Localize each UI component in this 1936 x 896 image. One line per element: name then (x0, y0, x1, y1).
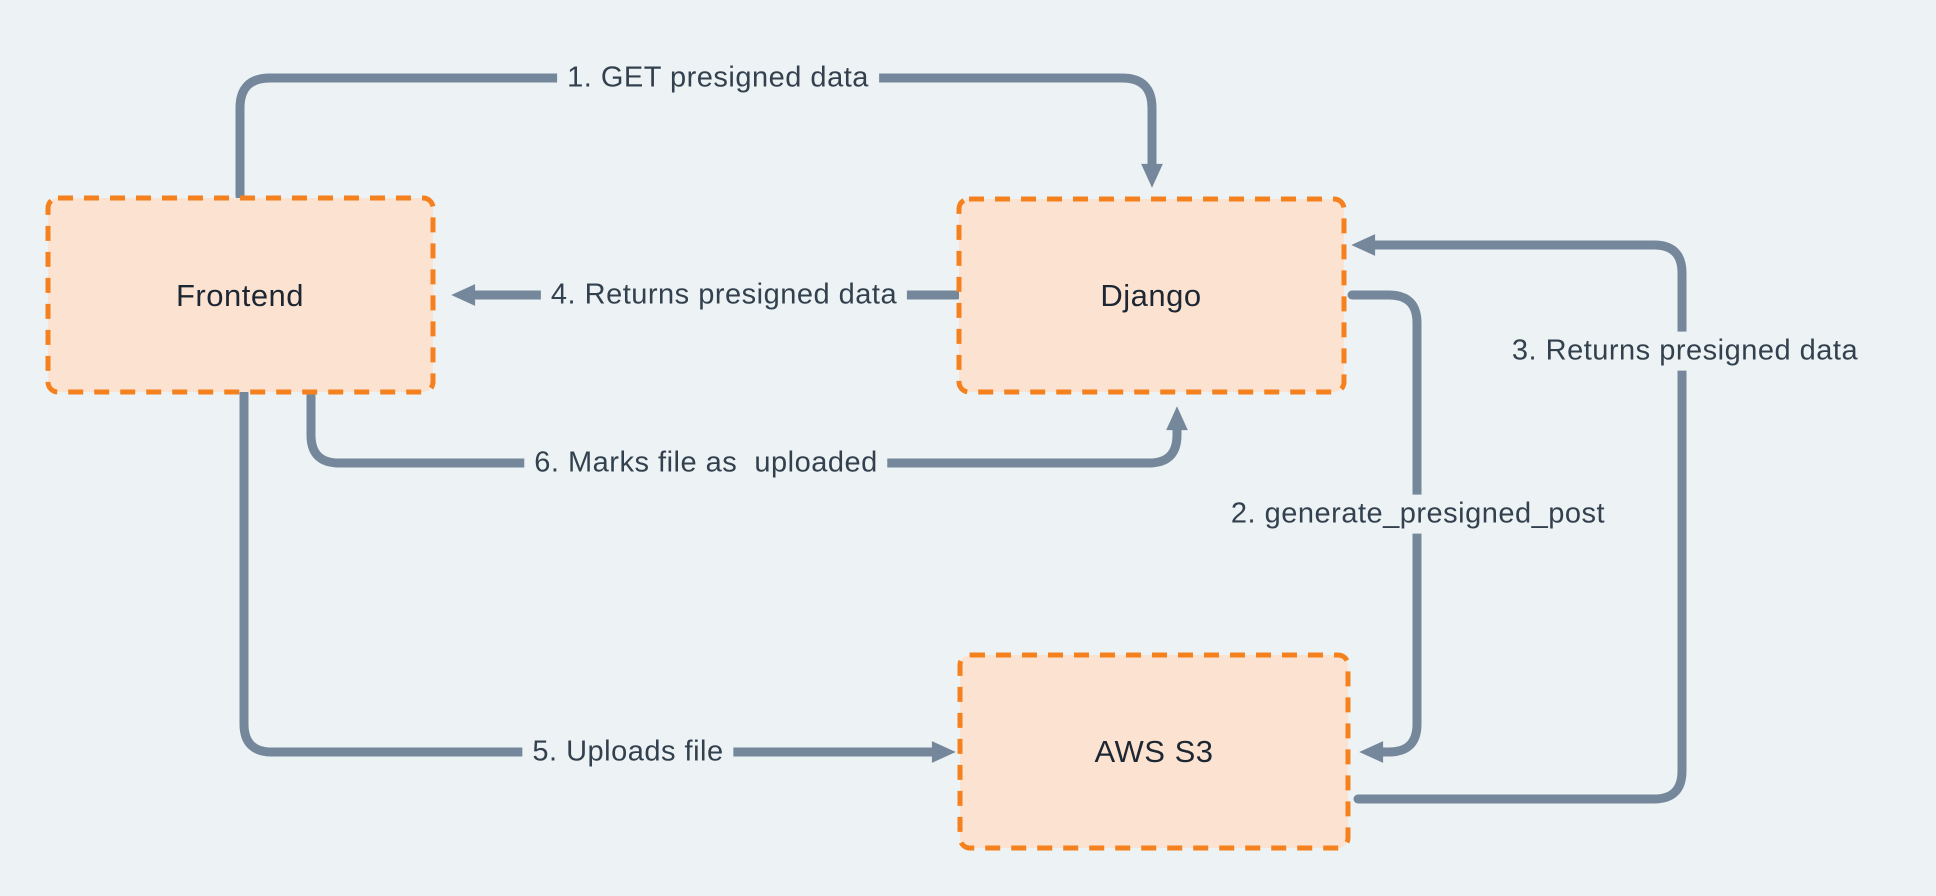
edge-label-6-marks-file-uploaded: 6. Marks file as uploaded (524, 443, 888, 483)
edge-label-5-uploads-file: 5. Uploads file (522, 732, 734, 772)
frontend-node-label: Frontend (175, 278, 305, 313)
edge-5-uploads-file (239, 388, 956, 763)
aws-s3-node-label: AWS S3 (1094, 734, 1214, 769)
django-node-label: Django (1100, 278, 1202, 313)
edge-label-4-returns-presigned-data: 4. Returns presigned data (540, 275, 908, 315)
edge-label-2-generate-presigned-post: 2. generate_presigned_post (1220, 494, 1616, 534)
frontend-node (45, 195, 436, 395)
edge-label-3-returns-presigned-data: 3. Returns presigned data (1501, 331, 1869, 371)
edge-3-returns-presigned-data (1351, 234, 1687, 804)
django-node (956, 196, 1347, 395)
aws-s3-node (957, 652, 1351, 851)
edge-label-1-get-presigned-data: 1. GET presigned data (557, 58, 879, 98)
